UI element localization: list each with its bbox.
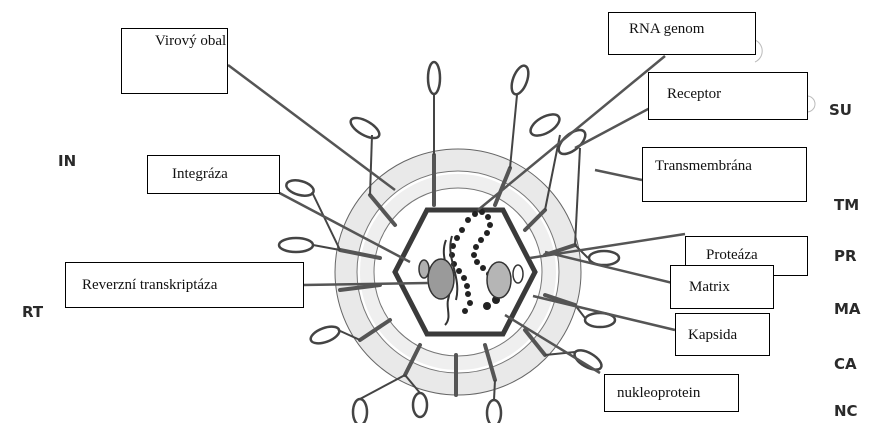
abbr-pr: PR: [834, 247, 857, 265]
label-nukleoprotein: nukleoprotein: [604, 374, 739, 412]
label-rna-genom: RNA genom: [608, 12, 756, 55]
label-reverzni-transkriptaza: Reverzní transkriptáza: [65, 262, 304, 308]
label-integraza: Integráza: [147, 155, 280, 194]
label-receptor-text: Receptor: [667, 86, 722, 102]
abbr-ca: CA: [834, 355, 857, 373]
label-nukleoprotein-text: nukleoprotein: [617, 385, 701, 401]
su-spike-stems: [311, 94, 589, 401]
label-rna-genom-text: RNA genom: [629, 21, 705, 37]
label-virovy-obal-text: Virový obal: [155, 33, 227, 49]
envelope-spikes: [338, 153, 577, 397]
abbr-nc: NC: [834, 402, 858, 420]
label-reverzni-transkriptaza-text: Reverzní transkriptáza: [82, 277, 218, 293]
label-integraza-text: Integráza: [172, 166, 228, 182]
label-matrix: Matrix: [670, 265, 774, 309]
label-kapsida: Kapsida: [675, 313, 770, 356]
rna-genome-chains: [449, 209, 500, 314]
label-virovy-obal: Virový obal: [121, 28, 228, 94]
label-kapsida-text: Kapsida: [688, 327, 738, 343]
label-receptor: Receptor: [648, 72, 808, 120]
abbr-su: SU: [829, 101, 852, 119]
su-loops: [277, 60, 621, 423]
capsid-hexagon: [392, 207, 538, 337]
abbr-tm: TM: [834, 196, 860, 214]
abbr-ma: MA: [834, 300, 861, 318]
label-transmembrana-text: Transmembrána: [655, 158, 752, 174]
label-proteaza-text: Proteáza: [706, 247, 758, 263]
label-matrix-text: Matrix: [689, 279, 730, 295]
enzyme-particles: [418, 258, 524, 300]
abbr-in: IN: [58, 152, 77, 170]
rna-strands: [442, 235, 459, 326]
abbr-rt: RT: [22, 303, 44, 321]
label-transmembrana: Transmembrána: [642, 147, 807, 202]
faint-callout-arcs: [754, 39, 816, 113]
